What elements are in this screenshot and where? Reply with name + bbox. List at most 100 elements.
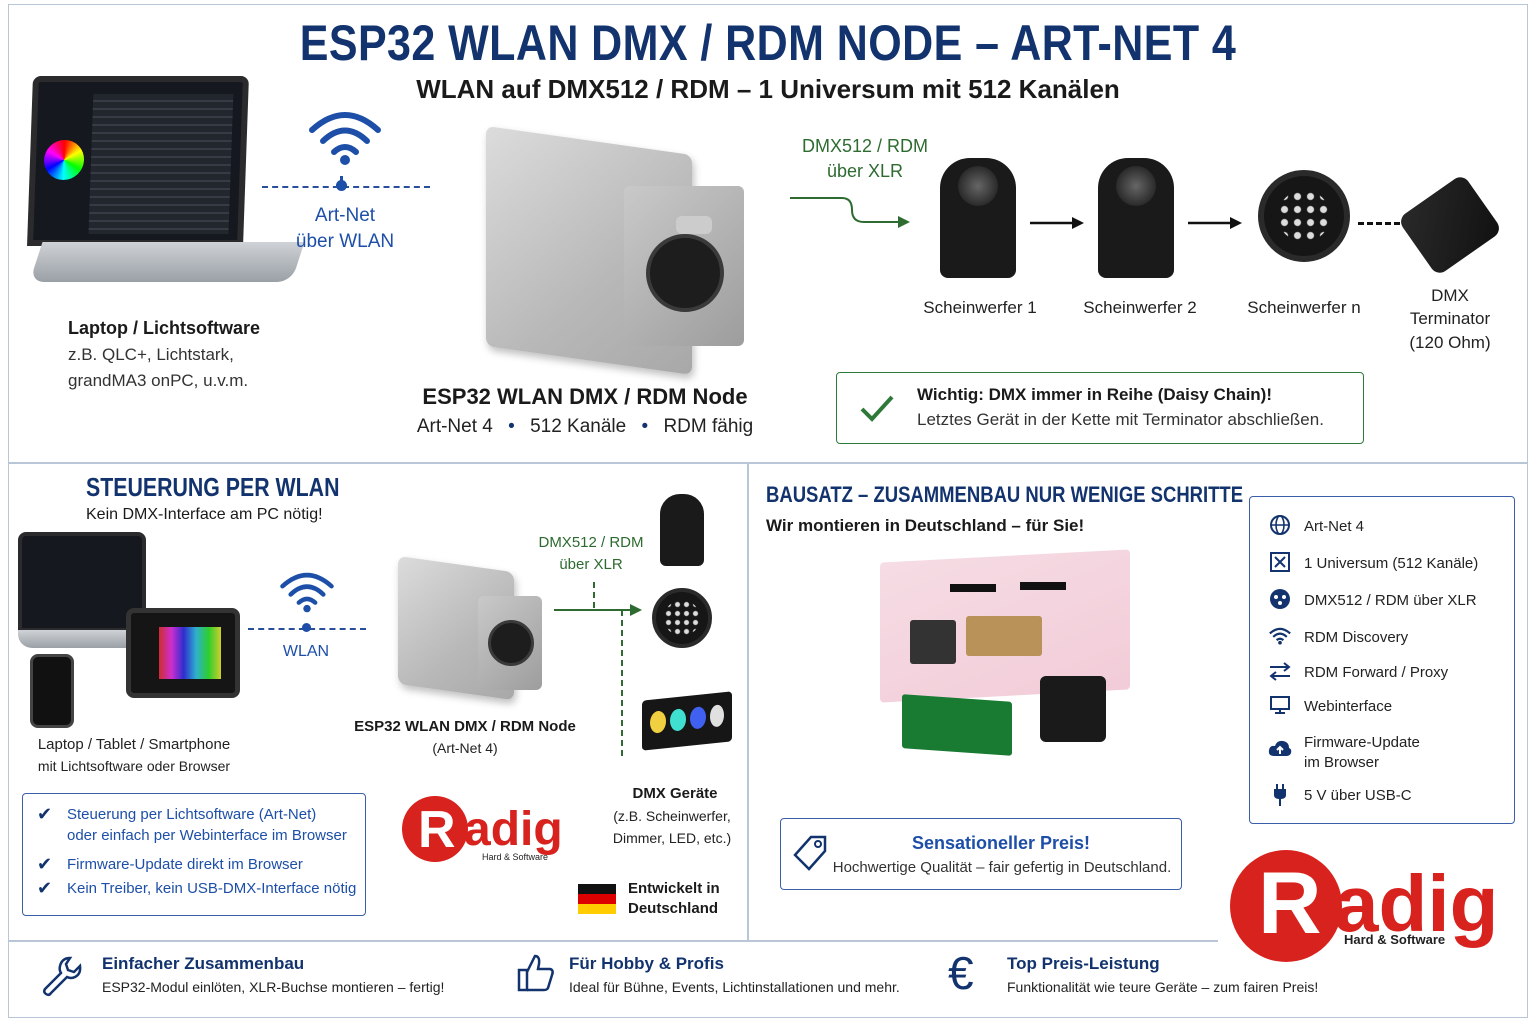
artnet-link-dot — [336, 180, 347, 191]
laptop-desc-2: grandMA3 onPC, u.v.m. — [68, 371, 249, 390]
radig-logo-r: R — [418, 801, 456, 859]
universe-icon — [1268, 551, 1292, 575]
radig-logo-sub: Hard & Software — [1344, 932, 1446, 947]
feature-4: RDM Discovery — [1304, 629, 1409, 646]
divider-bottom — [8, 940, 1218, 942]
wifi-icon — [1268, 625, 1292, 649]
price-title: Sensationeller Preis! — [911, 833, 1091, 853]
daisy-chain-note: Wichtig: DMX immer in Reihe (Daisy Chain… — [836, 372, 1364, 444]
made-in-label-1: Entwickelt in — [628, 880, 720, 897]
wlan-link-dot — [302, 623, 311, 632]
laptop-title: Laptop / Lichtsoftware — [68, 318, 261, 338]
wifi-icon-small — [280, 572, 334, 613]
dmx-small-label-1: DMX512 / RDM — [538, 534, 644, 551]
made-in-label-2: Deutschland — [628, 900, 719, 917]
fixture-1-label: Scheinwerfer 1 — [923, 298, 1037, 317]
feature-7-line-2: im Browser — [1304, 754, 1380, 771]
node-features: Art-Net 4 • 512 Kanäle • RDM fähig — [400, 416, 770, 438]
bullet: • — [641, 416, 649, 437]
footer-3-desc: Funktionalität wie teure Geräte – zum fa… — [1007, 979, 1319, 995]
dmx-devices-label-3: Dimmer, LED, etc.) — [612, 830, 732, 846]
note-line-2: Letztes Gerät in der Kette mit Terminato… — [917, 410, 1324, 429]
euro-icon: € — [948, 947, 974, 999]
radig-logo-sub: Hard & Software — [482, 852, 549, 862]
price-box: Sensationeller Preis! Hochwertige Qualit… — [780, 818, 1182, 890]
radig-logo-r: R — [1258, 853, 1322, 952]
terminator-label-3: (120 Ohm) — [1409, 333, 1491, 352]
checklist-item-2: Firmware-Update direkt im Browser — [67, 856, 303, 873]
node-device-image — [486, 126, 748, 375]
price-desc: Hochwertige Qualität – fair gefertig in … — [832, 859, 1172, 876]
footer-2-title: Für Hobby & Profis — [569, 954, 724, 973]
wlan-label: WLAN — [282, 643, 330, 660]
dmx-small-label-2: über XLR — [559, 556, 623, 573]
kit-parts-image — [880, 549, 1140, 756]
checklist-item-1: Steuerung per Lichtsoftware (Art-Net) — [67, 806, 317, 823]
footer-1-desc: ESP32-Modul einlöten, XLR-Buchse montier… — [102, 979, 445, 995]
moving-head-2-lens — [1116, 166, 1156, 206]
radig-logo-small: R adig Hard & Software — [402, 792, 592, 872]
page-subtitle: WLAN auf DMX512 / RDM – 1 Universum mit … — [416, 74, 1120, 104]
node-small-label-1: ESP32 WLAN DMX / RDM Node — [354, 718, 576, 735]
feature-7: Firmware-Update — [1304, 734, 1420, 751]
dmx-devices-label-1: DMX Geräte — [632, 785, 718, 802]
devices-image — [18, 532, 244, 732]
radig-logo-large: R adig Hard & Software — [1230, 846, 1510, 966]
wlan-checklist: ✔ Steuerung per Lichtsoftware (Art-Net) … — [22, 793, 366, 916]
wlan-heading: STEUERUNG PER WLAN — [86, 472, 340, 502]
kit-subheading: Wir montieren in Deutschland – für Sie! — [766, 516, 1085, 535]
arrows-icon — [1268, 660, 1292, 684]
check-icon: ✔ — [37, 804, 53, 824]
artnet-label-2: über WLAN — [295, 231, 395, 252]
price-tag-icon — [793, 835, 827, 871]
page-frame — [8, 4, 1528, 1018]
par-light-image — [1258, 170, 1350, 262]
feature-1: Art-Net 4 — [1304, 518, 1365, 535]
wifi-icon — [309, 112, 381, 165]
feature-6: Webinterface — [1304, 698, 1393, 715]
german-flag-icon — [578, 884, 616, 914]
moving-head-1-lens — [958, 166, 998, 206]
dmx-arrow — [790, 197, 910, 228]
node-feature-channels: 512 Kanäle — [530, 416, 627, 437]
dmx-label-1: DMX512 / RDM — [801, 136, 929, 156]
radig-logo-adig: adig — [464, 803, 563, 856]
globe-icon — [1268, 514, 1292, 538]
terminator-label-2: Terminator — [1409, 309, 1491, 328]
fixture-2-label: Scheinwerfer 2 — [1083, 298, 1197, 317]
par-light-small-image — [652, 588, 712, 648]
dmx-devices-label-2: (z.B. Scheinwerfer, — [613, 808, 731, 824]
devices-label-2: mit Lichtsoftware oder Browser — [37, 758, 231, 774]
checklist-item-3: Kein Treiber, kein USB-DMX-Interface nöt… — [67, 880, 357, 897]
node-feature-rdm: RDM fähig — [663, 416, 754, 437]
node-small-label-2: (Art-Net 4) — [432, 740, 498, 756]
led-bar-image — [642, 691, 732, 751]
thumbs-up-icon — [517, 954, 554, 992]
dmx-label-2: über XLR — [826, 161, 904, 181]
chain-dash — [1358, 222, 1400, 225]
terminator-label-1: DMX — [1431, 286, 1469, 305]
bullet: • — [508, 416, 515, 437]
cloud-upload-icon — [1268, 738, 1292, 762]
check-icon: ✔ — [37, 854, 53, 874]
page-title: ESP32 WLAN DMX / RDM NODE – ART-NET 4 — [299, 15, 1237, 71]
check-icon: ✔ — [37, 878, 53, 898]
feature-8: 5 V über USB-C — [1304, 787, 1412, 804]
divider-middle — [747, 462, 749, 940]
feature-5: RDM Forward / Proxy — [1304, 664, 1449, 681]
node-title: ESP32 WLAN DMX / RDM Node — [422, 384, 748, 409]
note-line-1: Wichtig: DMX immer in Reihe (Daisy Chain… — [917, 385, 1272, 404]
radig-logo-adig: adig — [1334, 859, 1499, 948]
footer-1-title: Einfacher Zusammenbau — [102, 954, 305, 973]
laptop-desc-1: z.B. QLC+, Lichtstark, — [68, 345, 234, 364]
node-device-small-image — [398, 556, 544, 702]
chain-arrow-2 — [1188, 217, 1242, 229]
features-box — [1249, 496, 1515, 824]
chain-arrow-1 — [1030, 217, 1084, 229]
divider-top — [8, 462, 1528, 464]
node-feature-artnet: Art-Net 4 — [416, 416, 493, 437]
kit-heading: BAUSATZ – ZUSAMMENBAU NUR WENIGE SCHRITT… — [766, 482, 1244, 507]
dmx-branch-lines — [554, 582, 642, 756]
feature-3: DMX512 / RDM über XLR — [1304, 592, 1477, 609]
feature-2: 1 Universum (512 Kanäle) — [1304, 555, 1479, 572]
